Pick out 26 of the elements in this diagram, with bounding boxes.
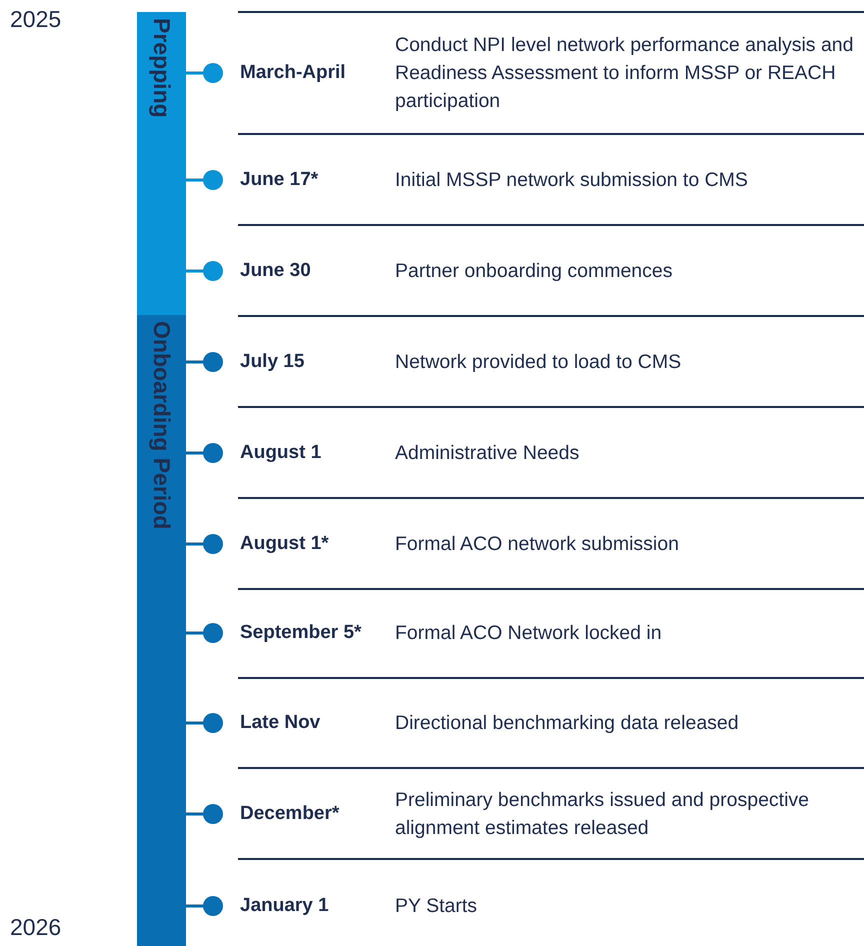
date-label: July 15 xyxy=(240,351,304,373)
milestone-text: Conduct NPI level network performance analysis and Readiness Assessment to inform MSSP or REACH participation xyxy=(395,33,854,114)
timeline-band xyxy=(137,12,186,315)
date-label: June 17* xyxy=(240,169,318,191)
date-label: September 5* xyxy=(240,622,362,644)
milestone-text: Formal ACO Network locked in xyxy=(395,621,663,646)
milestone-text: Partner onboarding commences xyxy=(395,259,674,284)
milestone-text: Network provided to load to CMS xyxy=(395,350,682,375)
milestone-text: Directional benchmarking data released xyxy=(395,711,740,736)
milestone-text: Formal ACO network submission xyxy=(395,532,680,557)
milestone-text: PY Starts xyxy=(395,894,478,919)
date-label: August 1* xyxy=(240,533,329,555)
date-label: December* xyxy=(240,803,340,825)
date-label: Late Nov xyxy=(240,712,320,734)
date-label: June 30 xyxy=(240,260,311,282)
date-label: January 1 xyxy=(240,895,329,917)
date-label: August 1 xyxy=(240,442,322,464)
milestone-text: Preliminary benchmarks issued and prospective alignment estimates released xyxy=(395,788,810,841)
timeline-band xyxy=(137,315,186,946)
year-label: 2026 xyxy=(10,914,62,941)
band-title: Prepping xyxy=(148,18,176,118)
band-title: Onboarding Period xyxy=(148,321,176,530)
date-label: March-April xyxy=(240,62,346,84)
year-label: 2025 xyxy=(10,6,62,33)
milestone-text: Initial MSSP network submission to CMS xyxy=(395,168,749,193)
milestone-text: Administrative Needs xyxy=(395,441,580,466)
